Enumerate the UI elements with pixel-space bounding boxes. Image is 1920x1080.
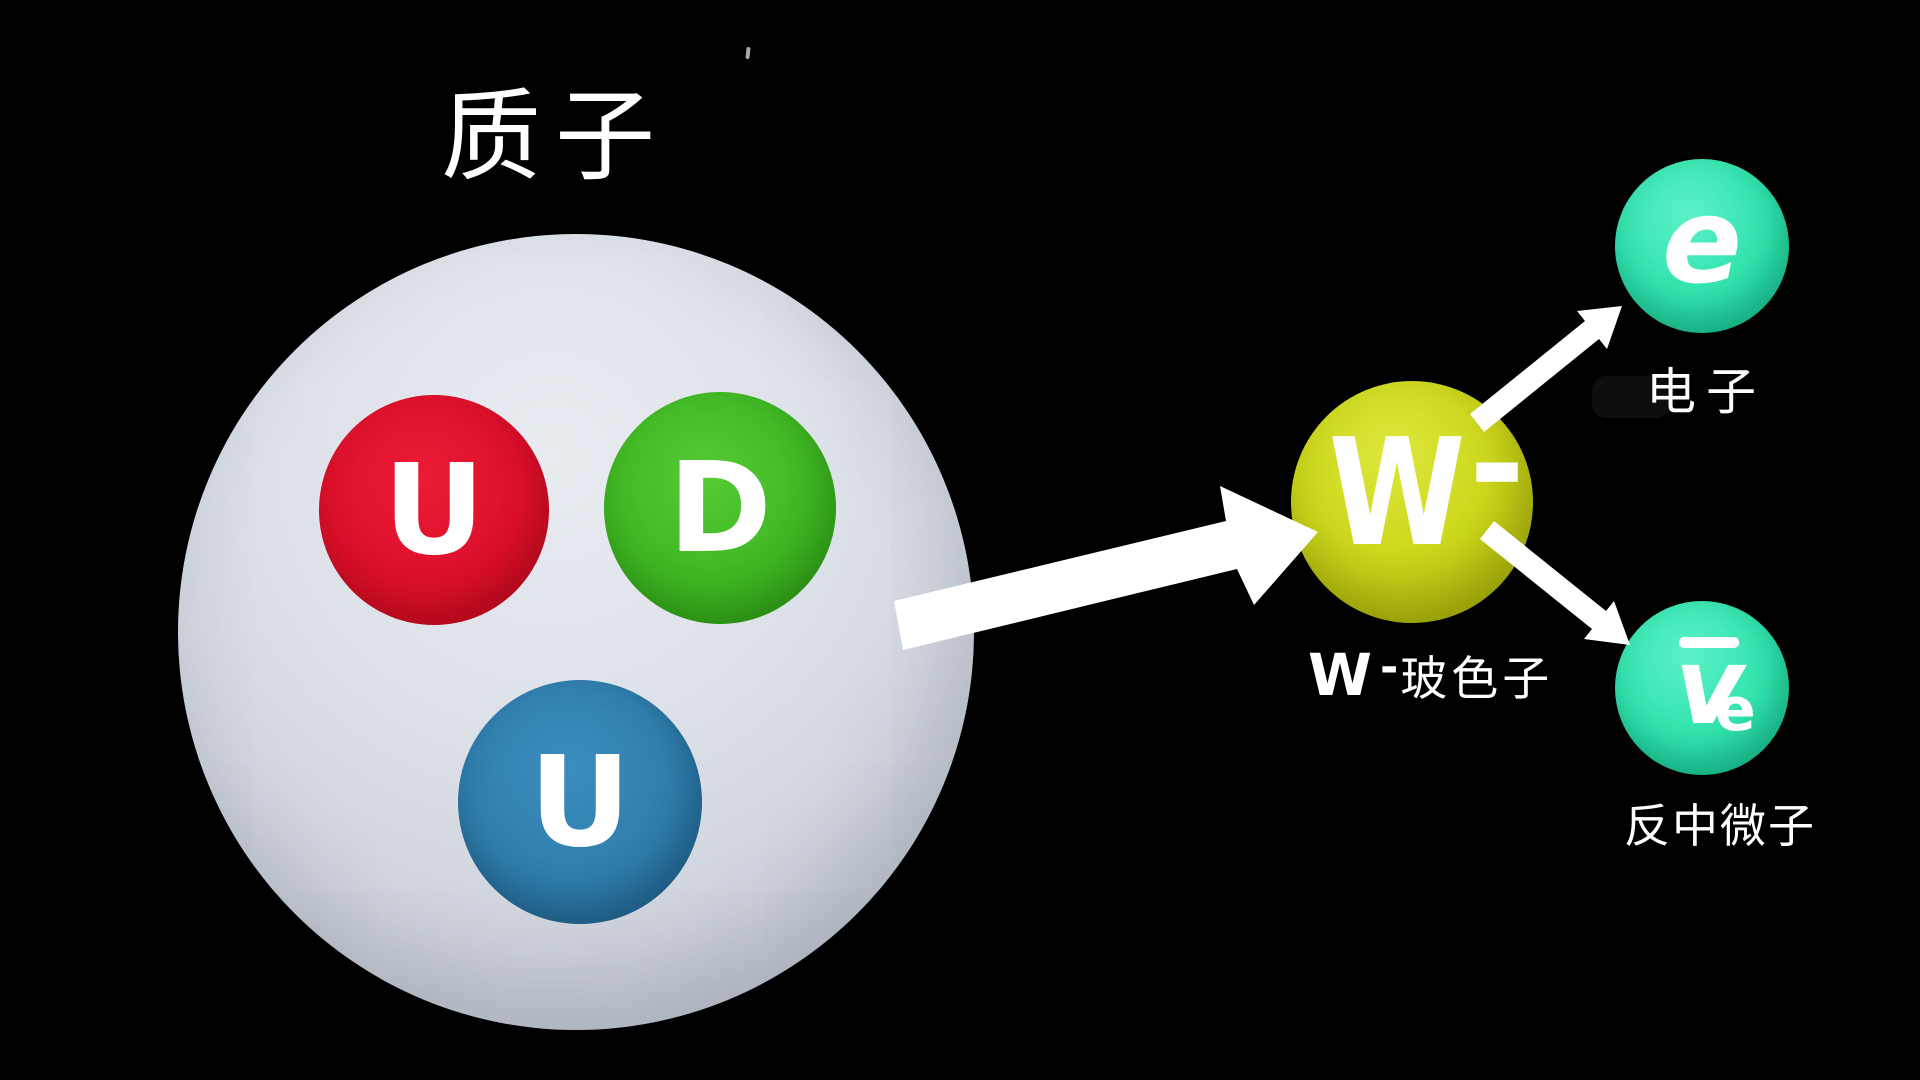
antineutrino-symbol-subscript: e [1715, 675, 1756, 745]
down-quark-green-label: D [668, 435, 772, 581]
up-quark-blue: U [458, 680, 702, 924]
antineutrino-caption: 反中微子 [1624, 799, 1816, 853]
electron-symbol: e [1661, 172, 1743, 310]
proton-title: 质子 [441, 78, 669, 195]
up-quark-red: U [319, 395, 549, 625]
w-boson-charge-superscript: - [1469, 386, 1526, 543]
down-quark-green: D [604, 392, 836, 624]
electron-sphere: e [1615, 159, 1789, 333]
w-boson-caption: W-玻色子 [1308, 640, 1553, 709]
antineutrino-overbar [1679, 637, 1739, 648]
up-quark-blue-label: U [529, 729, 631, 875]
electron-caption: 电子 [1646, 363, 1766, 421]
proton-sphere: U D U [178, 234, 974, 1030]
w-boson-caption-charge: - [1379, 642, 1399, 693]
stray-artifact-mark [745, 46, 751, 60]
w-boson-caption-text: 玻色子 [1400, 652, 1554, 707]
w-boson-symbol: W [1328, 407, 1466, 579]
up-quark-red-label: U [383, 437, 485, 583]
w-boson-sphere: W - [1291, 381, 1533, 623]
antineutrino-sphere: v e [1615, 601, 1789, 775]
antineutrino-symbol: v [1675, 625, 1745, 748]
w-boson-caption-symbol: W [1308, 641, 1372, 709]
